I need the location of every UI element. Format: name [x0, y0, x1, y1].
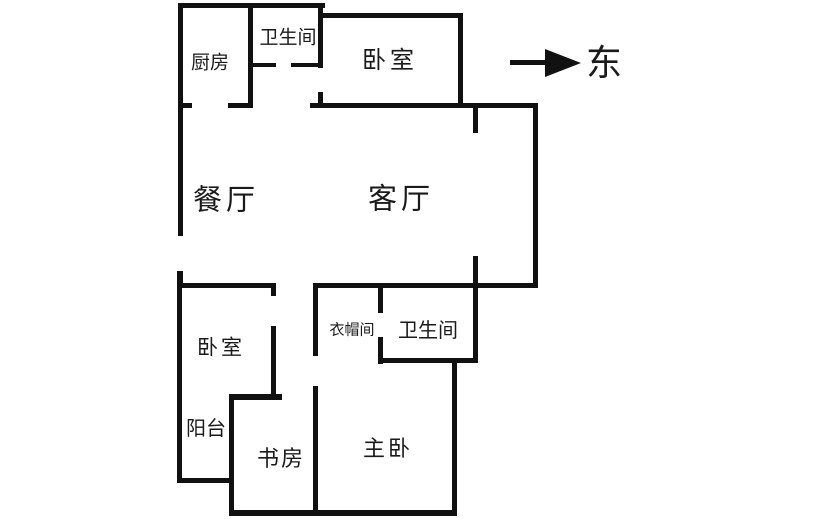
- wall: [318, 92, 323, 107]
- wall: [473, 256, 478, 363]
- room-label-dining-room: 餐厅: [192, 182, 260, 217]
- wall: [378, 283, 383, 313]
- wall: [177, 478, 230, 483]
- wall: [452, 360, 457, 516]
- room-label-study: 书房: [256, 447, 306, 472]
- room-label-cloakroom: 衣帽间: [329, 320, 375, 339]
- wall: [177, 283, 182, 483]
- wall: [178, 103, 192, 108]
- east-compass-label: 东: [585, 43, 623, 84]
- room-label-bathroom-lower: 卫生间: [398, 318, 458, 342]
- wall: [473, 103, 478, 133]
- wall: [248, 3, 253, 107]
- wall: [313, 283, 318, 356]
- wall: [378, 358, 478, 363]
- wall: [250, 63, 276, 67]
- room-label-master-bedroom: 主卧: [362, 437, 414, 462]
- wall: [229, 510, 457, 516]
- east-arrow-icon: [545, 49, 581, 77]
- wall: [533, 103, 538, 288]
- wall: [177, 283, 273, 288]
- wall: [291, 63, 322, 67]
- room-label-kitchen: 厨房: [190, 51, 230, 74]
- room-label-bathroom-top: 卫生间: [259, 26, 317, 49]
- wall: [271, 326, 276, 400]
- wall: [230, 394, 282, 400]
- wall: [229, 394, 234, 516]
- east-arrow-shaft: [510, 60, 552, 65]
- room-label-balcony: 阳台: [186, 416, 226, 440]
- wall: [313, 386, 318, 516]
- wall: [228, 103, 253, 108]
- room-label-living-room: 客厅: [367, 181, 435, 216]
- room-label-bedroom-top: 卧室: [362, 46, 418, 74]
- wall: [315, 283, 538, 288]
- wall: [318, 3, 323, 68]
- wall: [378, 337, 383, 364]
- wall: [271, 283, 276, 296]
- wall: [458, 13, 463, 108]
- wall: [177, 271, 183, 287]
- wall: [322, 13, 463, 18]
- wall: [310, 103, 538, 108]
- room-label-bedroom-left: 卧室: [197, 335, 245, 360]
- wall: [178, 3, 183, 236]
